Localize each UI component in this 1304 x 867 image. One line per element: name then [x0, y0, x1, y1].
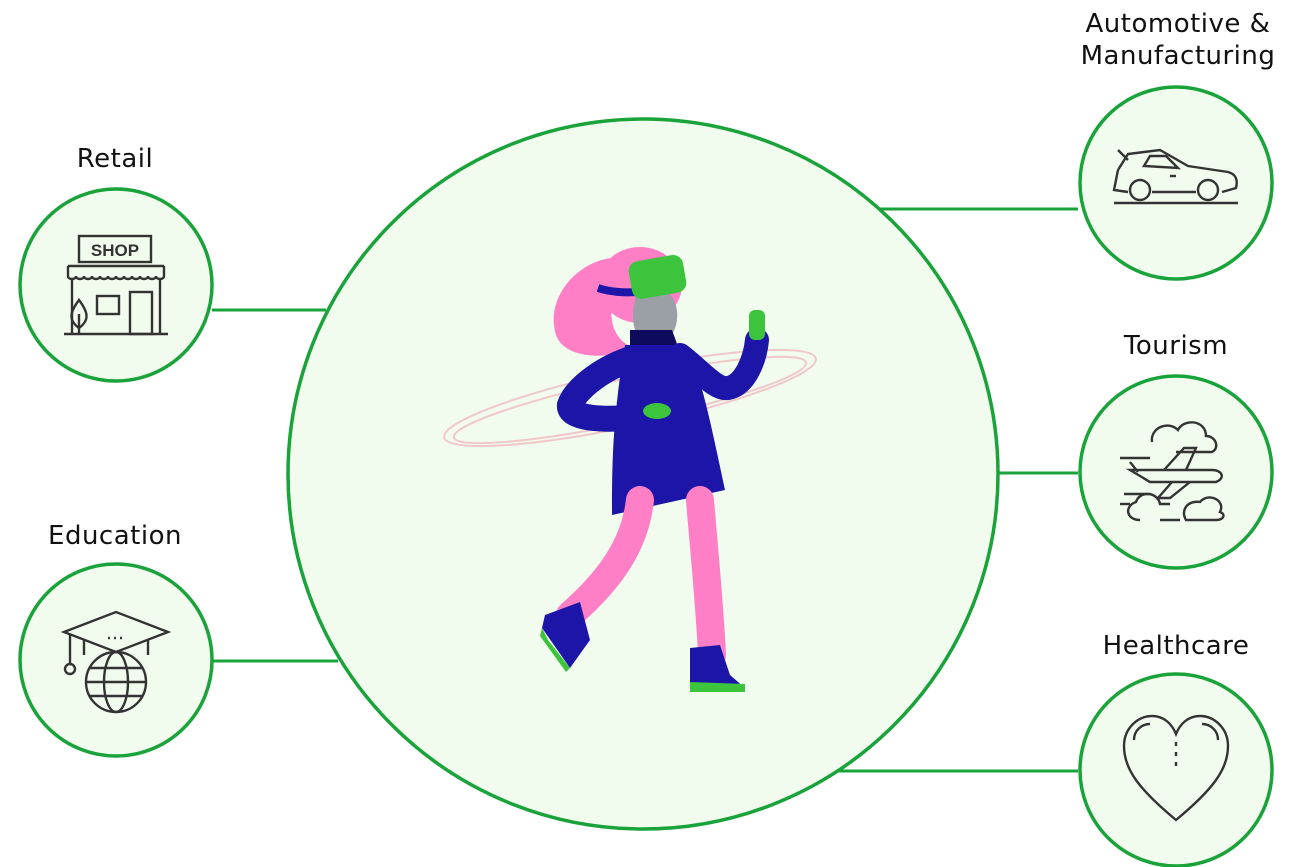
node-circle-retail [20, 189, 212, 381]
node-label-education: Education [15, 520, 215, 552]
label-line: Manufacturing [1058, 40, 1298, 72]
label-line: Automotive & [1058, 8, 1298, 40]
node-circle-automotive [1080, 87, 1272, 279]
node-circle-education [20, 564, 212, 756]
node-healthcare [1080, 674, 1272, 866]
node-automotive [1080, 87, 1272, 279]
right-leg [700, 500, 712, 655]
headband [598, 288, 636, 292]
node-circle-tourism [1080, 376, 1272, 568]
label-line: Retail [40, 143, 190, 175]
left-controller [643, 403, 671, 419]
label-line: Education [15, 520, 215, 552]
label-line: Healthcare [1076, 630, 1276, 662]
node-retail: SHOP [20, 189, 212, 381]
node-label-retail: Retail [40, 143, 190, 175]
node-label-automotive: Automotive & Manufacturing [1058, 8, 1298, 72]
node-label-healthcare: Healthcare [1076, 630, 1276, 662]
right-controller [749, 310, 765, 340]
node-tourism [1080, 376, 1272, 568]
node-education [20, 564, 212, 756]
label-line: Tourism [1096, 330, 1256, 362]
svg-text:SHOP: SHOP [91, 241, 139, 260]
node-circle-healthcare [1080, 674, 1272, 866]
node-label-tourism: Tourism [1096, 330, 1256, 362]
